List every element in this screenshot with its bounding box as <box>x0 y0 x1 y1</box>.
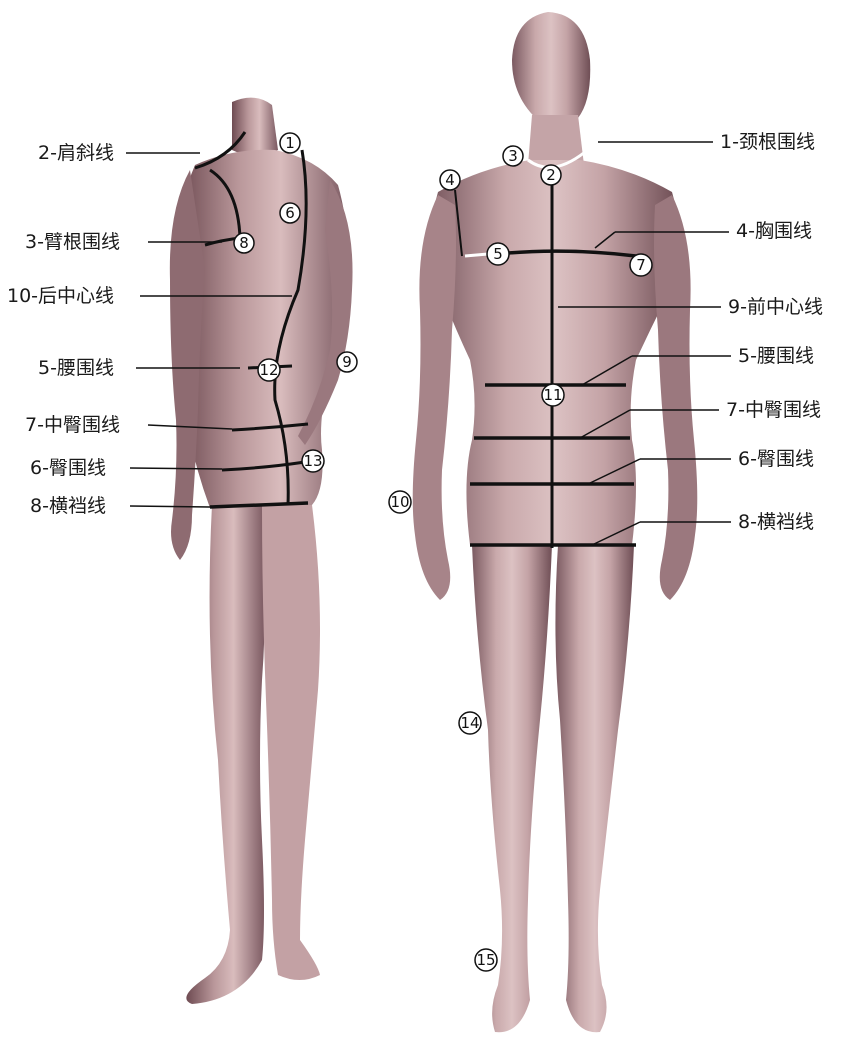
marker-3: 3 <box>503 146 523 166</box>
marker-15: 15 <box>475 949 497 971</box>
label-back-center: 10-后中心线 <box>7 285 114 307</box>
svg-text:3: 3 <box>508 147 518 165</box>
label-waist-front: 5-腰围线 <box>738 345 814 367</box>
marker-14: 14 <box>459 712 481 734</box>
label-waist-back: 5-腰围线 <box>38 357 114 379</box>
marker-8: 8 <box>234 233 254 253</box>
svg-text:11: 11 <box>543 386 562 404</box>
back-figure-torso <box>179 150 349 508</box>
svg-text:13: 13 <box>303 452 322 470</box>
label-chest-front: 4-胸围线 <box>736 220 812 242</box>
svg-text:10: 10 <box>390 493 409 511</box>
label-mid-hip-front: 7-中臀围线 <box>726 399 821 421</box>
front-figure-arm-left <box>413 195 456 600</box>
label-crotch-front: 8-横裆线 <box>738 511 814 533</box>
marker-2: 2 <box>541 165 561 185</box>
svg-text:1: 1 <box>285 134 295 152</box>
svg-text:14: 14 <box>460 714 479 732</box>
front-figure-leg-right <box>555 545 634 1032</box>
front-figure-arm-right <box>654 195 697 600</box>
svg-text:6: 6 <box>285 204 295 222</box>
label-mid-hip-back: 7-中臀围线 <box>25 414 120 436</box>
leader-hip-back <box>130 468 222 469</box>
marker-6: 6 <box>280 203 300 223</box>
svg-text:7: 7 <box>636 256 646 274</box>
marker-4: 4 <box>440 170 460 190</box>
label-neck-base-front: 1-颈根围线 <box>720 131 815 153</box>
marker-10: 10 <box>389 491 411 513</box>
back-view-figure <box>170 98 353 1004</box>
svg-text:15: 15 <box>476 951 495 969</box>
svg-text:9: 9 <box>342 353 352 371</box>
back-figure-leg-left <box>186 505 265 1004</box>
marker-13: 13 <box>302 450 324 472</box>
back-figure-leg-right <box>262 505 320 980</box>
label-shoulder-slope-back: 2-肩斜线 <box>38 142 114 164</box>
back-figure-neck <box>232 98 278 155</box>
front-figure-head <box>512 12 590 128</box>
svg-text:8: 8 <box>239 234 249 252</box>
label-hip-front: 6-臀围线 <box>738 448 814 470</box>
svg-text:5: 5 <box>493 245 503 263</box>
svg-text:4: 4 <box>445 171 455 189</box>
marker-7: 7 <box>630 254 652 276</box>
leader-crotch-back <box>130 506 210 507</box>
label-hip-back: 6-臀围线 <box>30 457 106 479</box>
label-armhole-back: 3-臂根围线 <box>25 231 120 253</box>
marker-11: 11 <box>542 384 564 406</box>
svg-text:2: 2 <box>546 166 556 184</box>
svg-text:12: 12 <box>259 361 278 379</box>
front-figure-torso <box>433 160 676 545</box>
marker-1: 1 <box>280 133 300 153</box>
marker-12: 12 <box>258 359 280 381</box>
marker-5: 5 <box>487 243 509 265</box>
front-chest-line-white <box>465 254 488 256</box>
label-crotch-back: 8-横裆线 <box>30 495 106 517</box>
label-front-center: 9-前中心线 <box>728 296 823 318</box>
marker-9: 9 <box>337 352 357 372</box>
